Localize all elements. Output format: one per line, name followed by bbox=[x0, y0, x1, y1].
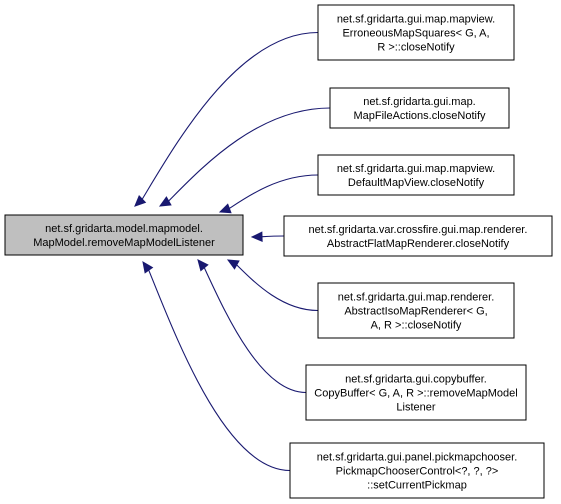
call-edge bbox=[197, 259, 307, 394]
call-edge bbox=[142, 261, 291, 472]
caller-node-label-line: net.sf.gridarta.gui.map.renderer. bbox=[338, 292, 495, 304]
caller-node-label-line: net.sf.gridarta.gui.map.mapview. bbox=[337, 14, 495, 26]
caller-node-box bbox=[305, 364, 527, 421]
arrow-head-icon bbox=[158, 196, 172, 207]
arrow-head-icon bbox=[134, 194, 147, 207]
main-function-node-box bbox=[4, 214, 244, 256]
caller-node-label-line: PickmapChooserControl<?, ?, ?> bbox=[336, 466, 499, 478]
call-edge bbox=[218, 174, 319, 214]
caller-node-label-line: A, R >::closeNotify bbox=[371, 320, 462, 332]
call-edge-line bbox=[168, 107, 331, 202]
arrow-head-icon bbox=[142, 261, 154, 274]
caller-node-label-line: net.sf.gridarta.var.crossfire.gui.map.re… bbox=[309, 224, 528, 236]
main-function-node-label-line: MapModel.removeMapModelListener bbox=[33, 237, 215, 249]
arrow-head-icon bbox=[197, 259, 209, 272]
caller-node[interactable]: net.sf.gridarta.gui.panel.pickmapchooser… bbox=[289, 442, 545, 499]
arrow-head-icon bbox=[250, 231, 263, 242]
caller-node[interactable]: net.sf.gridarta.gui.map.renderer. Abstrac… bbox=[317, 282, 515, 339]
call-edge-line bbox=[141, 31, 319, 200]
arrow-head-icon bbox=[218, 203, 232, 214]
caller-node-box bbox=[317, 154, 515, 196]
caller-node-label-line: AbstractFlatMapRenderer.closeNotify bbox=[327, 238, 510, 250]
caller-node-label-line: net.sf.gridarta.gui.copybuffer. bbox=[345, 374, 487, 386]
edges-layer bbox=[134, 31, 331, 472]
caller-node-label-line: ::setCurrentPickmap bbox=[367, 480, 467, 492]
call-edge-line bbox=[148, 269, 291, 472]
nodes-layer: net.sf.gridarta.model.mapmodel. MapModel.… bbox=[4, 4, 553, 499]
caller-node-label-line: AbstractIsoMapRenderer< G, bbox=[344, 306, 487, 318]
caller-node-box bbox=[329, 87, 510, 129]
caller-node-box bbox=[289, 442, 545, 499]
caller-node-label-line: net.sf.gridarta.gui.map.mapview. bbox=[337, 163, 495, 175]
arrow-head-icon bbox=[226, 259, 240, 270]
caller-node-label-line: R >::closeNotify bbox=[377, 42, 455, 54]
call-edge bbox=[158, 107, 331, 207]
caller-node-label-line: net.sf.gridarta.gui.panel.pickmapchooser… bbox=[317, 452, 518, 464]
caller-node-label-line: ErroneousMapSquares< G, A, bbox=[342, 28, 489, 40]
caller-node-box bbox=[283, 215, 553, 257]
main-function-node-label-line: net.sf.gridarta.model.mapmodel. bbox=[45, 223, 203, 235]
caller-node[interactable]: net.sf.gridarta.var.crossfire.gui.map.re… bbox=[283, 215, 553, 257]
main-function-node[interactable]: net.sf.gridarta.model.mapmodel. MapModel.… bbox=[4, 214, 244, 256]
caller-node-label-line: CopyBuffer< G, A, R >::removeMapModel bbox=[314, 388, 517, 400]
call-edge-line bbox=[261, 235, 285, 238]
caller-node-box bbox=[317, 4, 515, 61]
caller-node[interactable]: net.sf.gridarta.gui.copybuffer. CopyBuffe… bbox=[305, 364, 527, 421]
caller-node-label-line: DefaultMapView.closeNotify bbox=[348, 177, 485, 189]
call-edge bbox=[250, 231, 285, 242]
call-edge-line bbox=[203, 267, 307, 394]
call-edge-line bbox=[236, 264, 319, 312]
call-edge bbox=[134, 31, 319, 207]
caller-node-box bbox=[317, 282, 515, 339]
caller-node-label-line: MapFileActions.closeNotify bbox=[353, 110, 486, 122]
caller-node[interactable]: net.sf.gridarta.gui.map.mapview. DefaultM… bbox=[317, 154, 515, 196]
caller-node-label-line: Listener bbox=[396, 402, 435, 414]
caller-node-label-line: net.sf.gridarta.gui.map. bbox=[363, 96, 476, 108]
call-edge bbox=[226, 259, 319, 312]
call-edge-line bbox=[229, 174, 319, 209]
caller-node[interactable]: net.sf.gridarta.gui.map.mapview. Erroneou… bbox=[317, 4, 515, 61]
caller-node[interactable]: net.sf.gridarta.gui.map. MapFileActions.c… bbox=[329, 87, 510, 129]
